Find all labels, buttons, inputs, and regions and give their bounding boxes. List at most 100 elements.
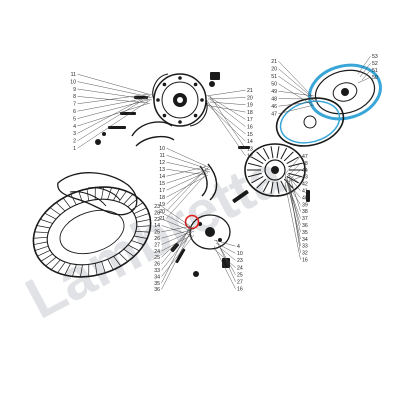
callout-number: 14 — [159, 174, 165, 180]
leader-line — [166, 168, 207, 212]
leader-line — [166, 161, 211, 173]
drum-fin — [276, 146, 280, 159]
leader-line — [77, 93, 153, 134]
drum-fin — [248, 172, 262, 178]
callout-number: 17 — [247, 117, 253, 123]
tread-mark — [86, 188, 90, 201]
hub-stud — [178, 120, 182, 124]
callout-number: 12 — [247, 154, 253, 160]
hub-stud — [156, 98, 160, 102]
tread-mark — [127, 244, 140, 252]
drum-fin — [276, 181, 280, 194]
leader-line — [209, 98, 246, 127]
callout-number: 40 — [302, 195, 308, 201]
leader-line — [278, 76, 317, 103]
leader-line — [207, 97, 246, 100]
tread-mark — [62, 197, 71, 208]
leader-line — [278, 104, 315, 114]
callout-number: 35 — [154, 281, 160, 287]
hub-stud — [178, 76, 182, 80]
leader-line — [359, 63, 371, 78]
callout-number: 13 — [159, 167, 165, 173]
leader-line — [357, 56, 371, 75]
tread-mark — [57, 261, 66, 273]
leader-line — [161, 225, 195, 258]
brake-drum — [244, 143, 306, 197]
callout-number: 21 — [247, 88, 253, 94]
tread-mark — [50, 259, 61, 270]
callout-number: 18 — [159, 195, 165, 201]
drum-fin — [262, 147, 270, 160]
callout-number: 50 — [271, 82, 277, 88]
tread-mark — [131, 202, 144, 211]
leader-line — [217, 242, 236, 282]
callout-number: 19 — [159, 202, 165, 208]
callout-number: 10 — [237, 251, 243, 257]
drum-fin — [248, 162, 262, 168]
tread-mark — [44, 212, 57, 220]
callout-number: 8 — [73, 94, 76, 100]
callout-number: 20 — [271, 67, 277, 73]
highlighted-part[interactable] — [184, 214, 200, 230]
hub-stud — [162, 113, 167, 118]
callout-number: 15 — [159, 181, 165, 187]
callout-number: 47 — [302, 154, 308, 160]
leader-line — [205, 89, 246, 97]
tread-mark — [55, 202, 66, 212]
callout-number: 47 — [271, 112, 277, 118]
callout-number: 11 — [71, 72, 76, 78]
callout-number: 2 — [73, 139, 76, 145]
callout-number: 1 — [73, 146, 76, 152]
tread-mark — [37, 249, 51, 257]
drum-fin — [256, 178, 267, 189]
tread-mark — [136, 225, 151, 228]
tread-mark — [80, 264, 83, 277]
callout-number: 4 — [237, 244, 240, 250]
callout-number: 43 — [302, 175, 308, 181]
drum-fin — [270, 146, 274, 159]
leader-line — [284, 182, 301, 260]
leader-line — [166, 168, 207, 176]
callout-number: 42 — [302, 182, 308, 188]
callout-number: 16 — [237, 287, 243, 293]
leader-line — [357, 76, 371, 84]
tread-mark — [71, 264, 77, 277]
tread-mark — [107, 258, 114, 271]
callout-number: 36 — [302, 223, 308, 229]
callout-number: 36 — [154, 287, 160, 293]
leader-line — [205, 98, 246, 157]
leader-line — [288, 169, 301, 181]
leader-line — [166, 147, 207, 167]
callout-number: 26 — [154, 262, 160, 268]
leader-line — [161, 234, 195, 277]
callout-number: 26 — [154, 236, 160, 242]
drum-fin — [251, 176, 264, 184]
leader-line — [166, 168, 211, 184]
leader-line — [288, 179, 301, 253]
callout-number: 16 — [247, 125, 253, 131]
leader-line — [288, 173, 301, 212]
leader-line — [77, 99, 151, 149]
callout-number: 32 — [302, 251, 308, 257]
callout-number: 52 — [372, 61, 378, 67]
callout-number: 24 — [154, 249, 160, 255]
tread-mark — [113, 188, 120, 201]
tyre — [32, 172, 152, 278]
callout-number: 15 — [247, 132, 253, 138]
callout-number: 41 — [302, 189, 308, 195]
callout-number: 53 — [372, 54, 378, 60]
leader-line — [77, 73, 149, 95]
drum-fin — [286, 176, 299, 184]
tread-mark — [33, 236, 48, 239]
tread-mark — [118, 191, 127, 203]
leader-line — [77, 88, 153, 101]
callout-number: 14 — [247, 139, 253, 145]
callout-number: 11 — [160, 153, 165, 159]
tread-mark — [131, 240, 144, 246]
callout-number: 5 — [73, 116, 76, 122]
callout-number: 4 — [73, 124, 76, 130]
drum-fin — [280, 147, 288, 160]
leader-line — [278, 83, 313, 106]
tread-mark — [133, 235, 148, 239]
